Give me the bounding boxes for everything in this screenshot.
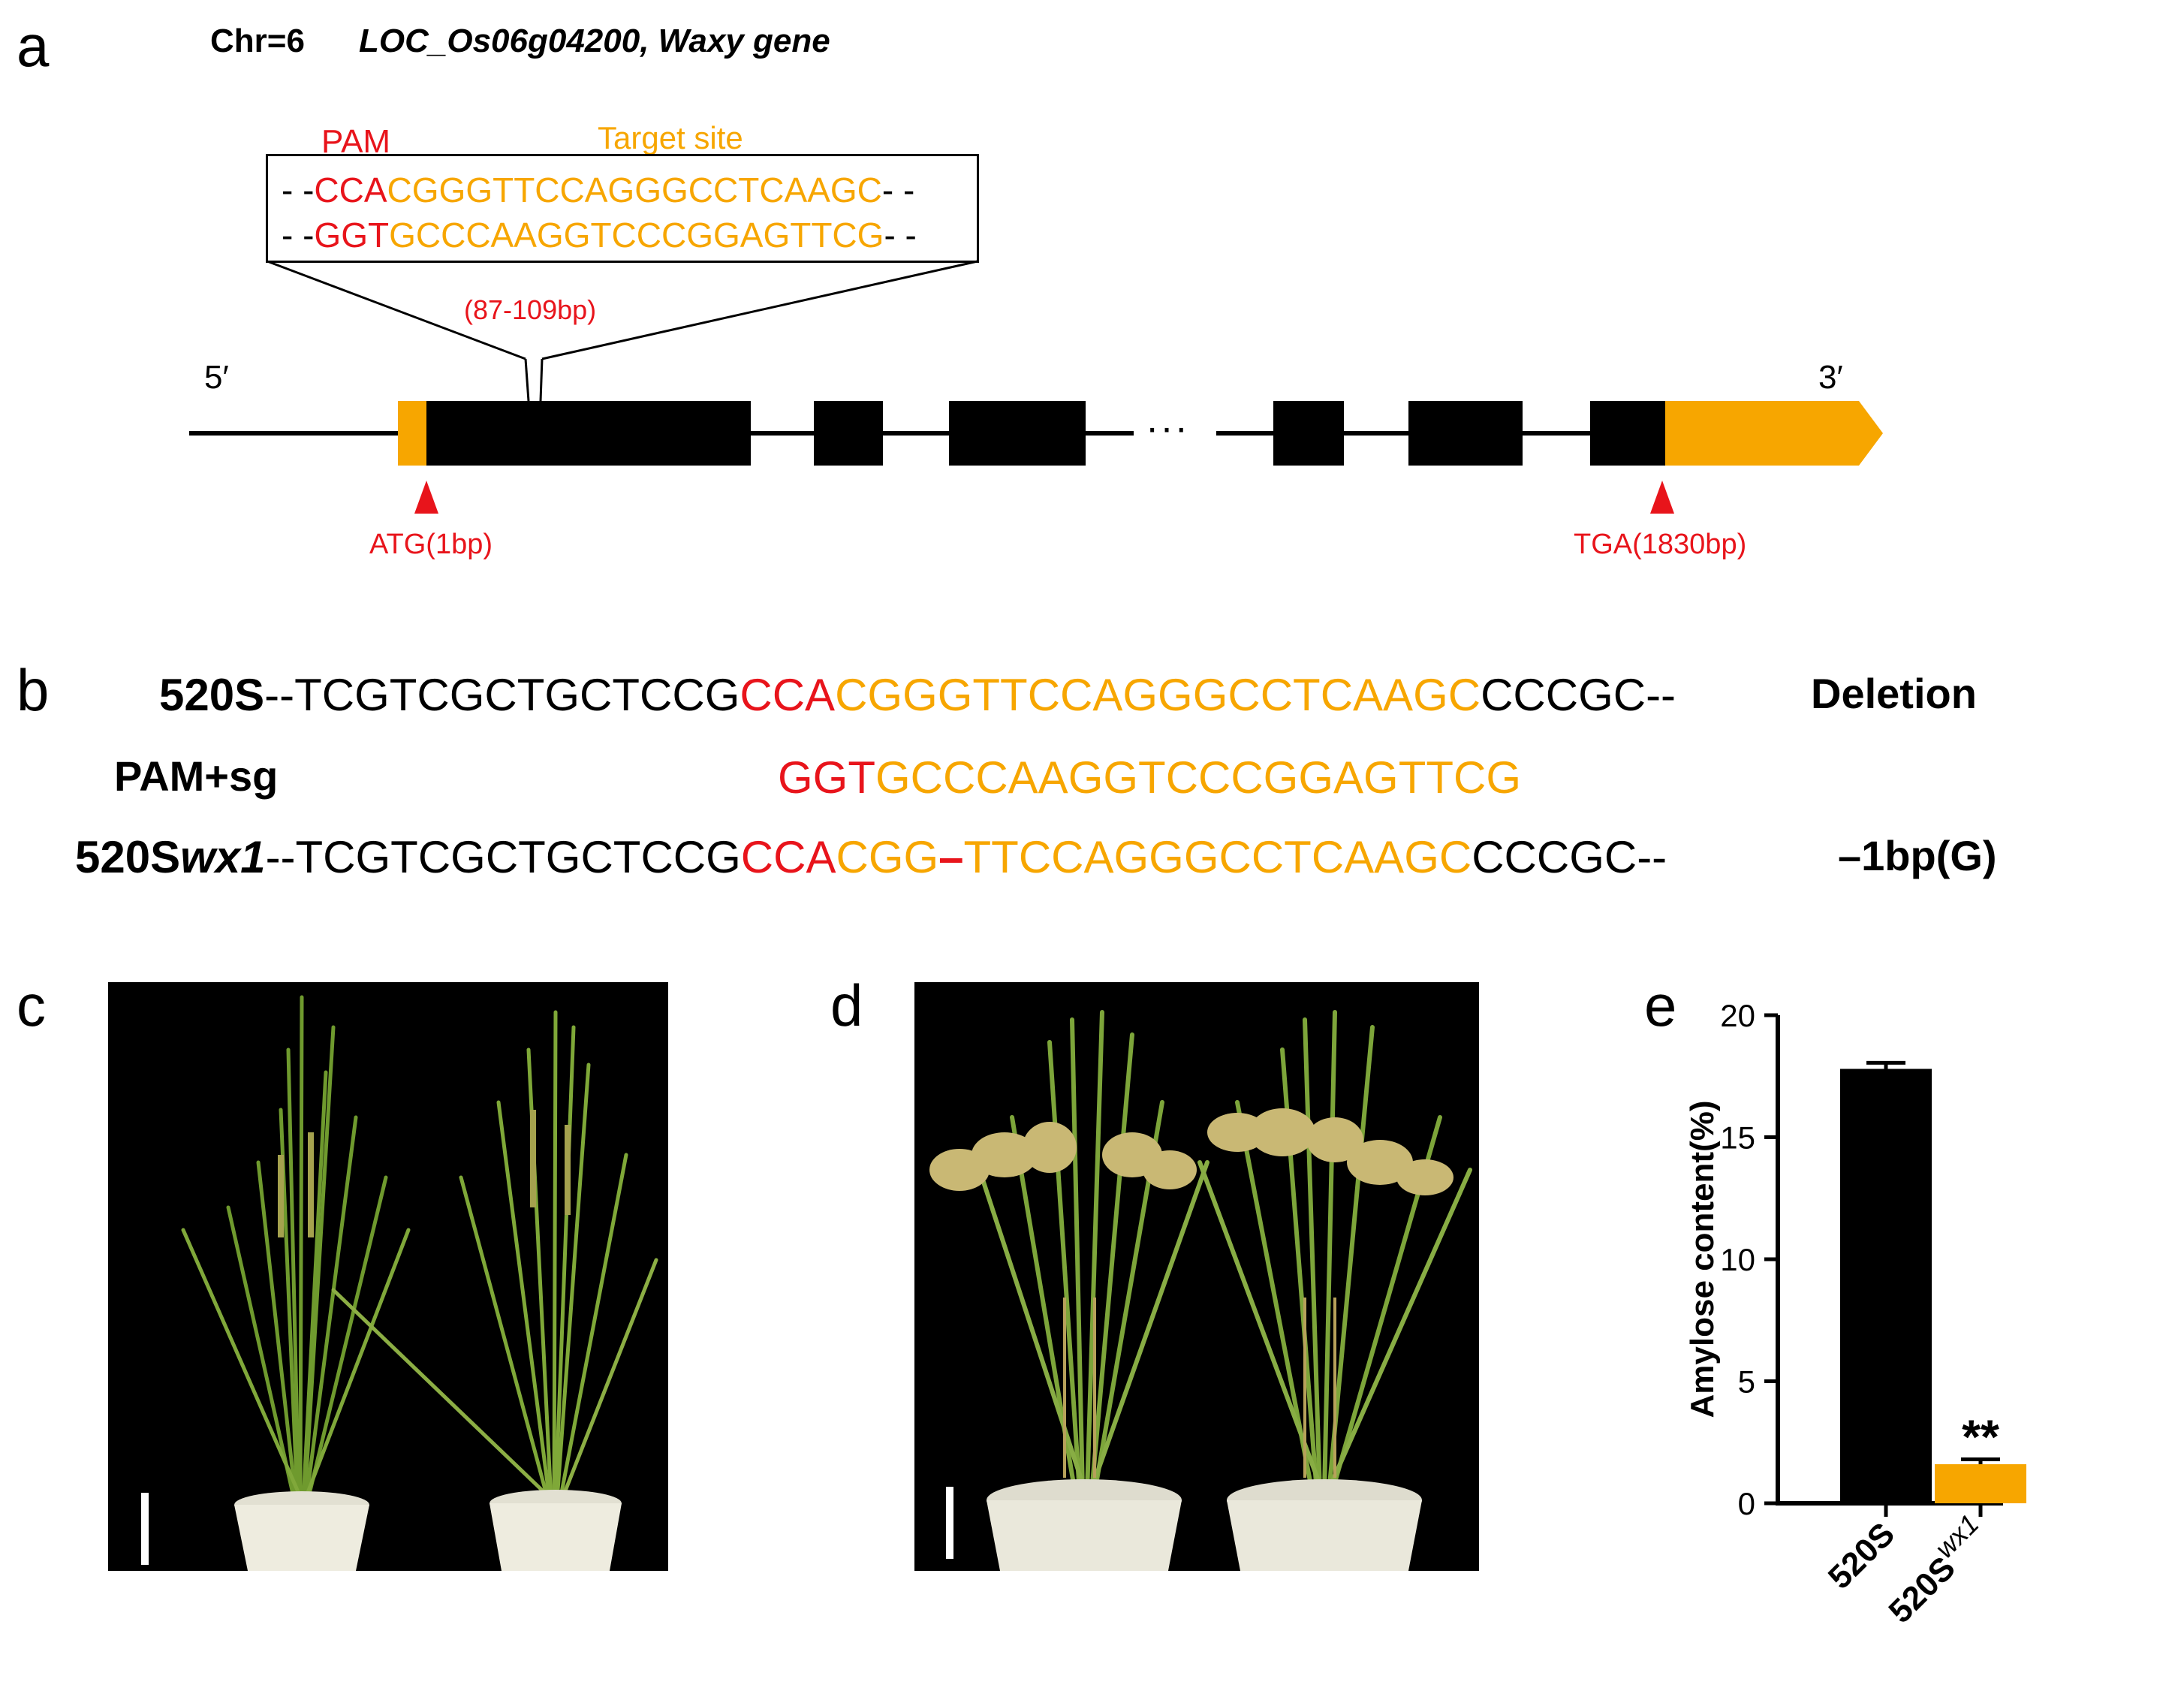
utr-5-prime (398, 401, 428, 466)
panel-a-letter: a (17, 13, 50, 79)
panel-d-letter: d (830, 972, 863, 1038)
x-tick-label-1: 520Swx1 (1874, 1508, 1996, 1630)
deletion-gap: – (938, 832, 964, 882)
atg-marker-icon (414, 481, 438, 514)
bar-1 (1935, 1464, 2026, 1503)
y-axis-label: Amylose content(%) (1684, 1101, 1721, 1418)
three-prime-label: 3′ (1818, 359, 1843, 396)
exon-3 (949, 401, 1086, 466)
pam-sg-sequence: GGTGCCCAAGGTCCCGGAGTTCG (778, 755, 1521, 800)
wildtype-name: 520S (159, 670, 265, 720)
five-prime-label: 5′ (204, 359, 229, 396)
callout-pam-bottom: GGT (314, 216, 390, 255)
callout-target-bottom: GCCCAAGGTCCCGGAGTTCG (389, 216, 884, 255)
callout-sequence-top: - -CCACGGGTTCCAGGGCCTCAAGC- - (282, 170, 915, 209)
gene-structure-diagram (189, 260, 1883, 514)
scale-bar (946, 1487, 953, 1559)
pam-sg-name: PAM+sg (114, 752, 279, 800)
pam-label: PAM (321, 123, 391, 160)
sg-target: GCCCAAGGTCCCGGAGTTCG (875, 752, 1522, 803)
y-tick-label: 10 (1720, 1242, 1755, 1277)
panel-b-letter: b (17, 657, 50, 723)
y-tick-label: 20 (1720, 998, 1755, 1033)
tga-marker-icon (1650, 481, 1674, 514)
scale-bar (141, 1493, 149, 1565)
y-tick-label: 0 (1738, 1486, 1755, 1521)
wildtype-result: Deletion (1811, 670, 1977, 717)
callout-right-line (541, 260, 978, 360)
sg-pam: GGT (778, 752, 875, 803)
mutant-target-a: CGG (836, 832, 939, 882)
mutant-pam: CCA (740, 832, 836, 882)
significance-annotation: ** (1962, 1410, 1999, 1464)
tga-label: TGA(1830bp) (1574, 529, 1747, 560)
y-tick-label: 15 (1720, 1120, 1755, 1156)
target-site-label: Target site (598, 120, 743, 155)
mutant-sequence-row: 520Swx1--TCGTCGCTGCTCCGCCACGG–TTCCAGGGCC… (75, 832, 1667, 882)
wildtype-target: CGGGTTCCAGGGCCTCAAGC (835, 670, 1481, 720)
x-tick-label-0: 520S (1821, 1515, 1902, 1596)
mutant-target-b: TTCCAGGGCCTCAAGC (963, 832, 1472, 882)
mutant-result: –1bp(G) (1838, 832, 1997, 879)
target-mark-right (539, 358, 544, 402)
exon-4 (1273, 401, 1344, 466)
exon-1 (426, 401, 751, 466)
panel-c-letter: c (17, 972, 46, 1038)
mature-stage-plants-illustration (929, 1010, 1472, 1571)
exon-2 (814, 401, 883, 466)
callout-target-top: CGGGTTCCAGGGCCTCAAGC (387, 170, 882, 209)
heading-stage-plants-illustration (141, 995, 658, 1571)
callout-left-line (267, 260, 526, 360)
callout-sequence-bottom: - -GGTGCCCAAGGTCCCGGAGTTCG- - (282, 216, 917, 255)
chromosome-label: Chr=6 (210, 23, 305, 59)
plant-photo-mature (914, 982, 1479, 1571)
target-position-label: (87-109bp) (464, 294, 597, 325)
callout-pam-top: CCA (314, 170, 387, 209)
target-mark-left (524, 358, 530, 402)
y-tick-label: 5 (1738, 1364, 1755, 1400)
gene-label: LOC_Os06g04200, Waxy gene (359, 23, 830, 59)
wildtype-sequence-row: 520S--TCGTCGCTGCTCCGCCACGGGTTCCAGGGCCTCA… (159, 670, 1676, 720)
exon-6 (1590, 401, 1667, 466)
intron-ellipsis: ··· (1146, 406, 1189, 450)
utr-3-prime-arrow (1665, 401, 1883, 466)
plant-photo-heading (108, 982, 668, 1571)
mutant-name: 520Swx1 (75, 832, 266, 882)
bar-0 (1840, 1069, 1932, 1503)
exon-5 (1408, 401, 1523, 466)
atg-label: ATG(1bp) (369, 529, 493, 560)
panel-e-letter: e (1644, 972, 1677, 1038)
wildtype-pam: CCA (740, 670, 836, 720)
sequence-callout-box: - -CCACGGGTTCCAGGGCCTCAAGC- - - -GGTGCCC… (266, 154, 979, 263)
